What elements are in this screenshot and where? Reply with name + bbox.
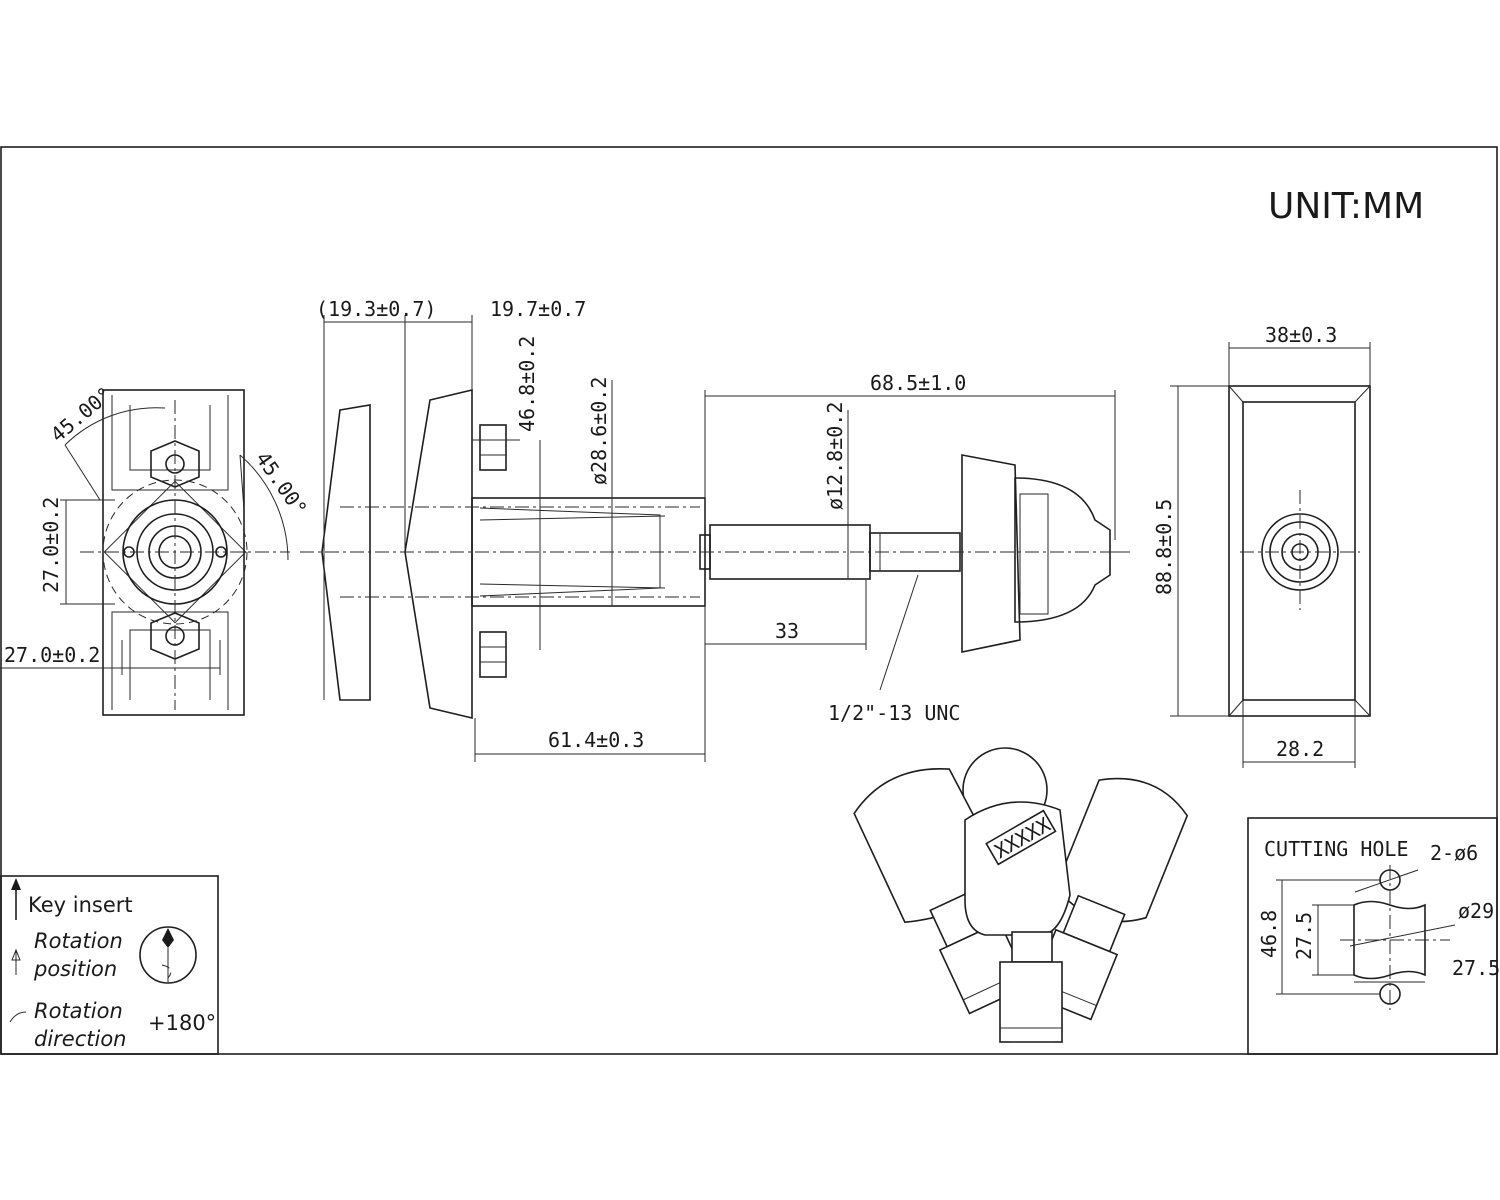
front-height-label: 88.8±0.5 [1152,499,1176,595]
front-view: 38±0.3 88.8±0.5 28.2 [1152,323,1371,768]
cutting-hole-width-inner: 27.5 [1452,956,1500,980]
rear-view: 45.00° 45.00° 27.0±0.2 27.0±0.2 [0,382,312,716]
shaft-offset-label: 33 [775,619,799,643]
angle-right-label: 45.00° [251,447,312,520]
cutting-hole-title: CUTTING HOLE [1264,837,1409,861]
front-width-label: 38±0.3 [1265,323,1337,347]
legend-box: Key insert Rotation position Rotation di… [0,875,219,1055]
overall-length-label: 68.5±1.0 [870,371,966,395]
shaft-diameter-label: ø12.8±0.2 [823,402,847,510]
legend-rotation-direction-2: direction [34,1027,127,1051]
side-view: (19.3±0.7) 19.7±0.7 46.8±0.2 ø28.6±0.2 6… [300,297,1130,762]
body-length-label: 61.4±0.3 [548,728,644,752]
cutting-hole-holes: 2-ø6 [1430,841,1478,865]
drawing-frame [0,146,1498,1055]
keys-illustration: XXXXX [853,747,1189,1043]
cutting-hole-diameter: ø29 [1458,899,1494,923]
mount-spacing-label: 46.8±0.2 [515,336,539,432]
rear-height-label: 27.0±0.2 [39,497,63,593]
legend-rotation-value: +180° [148,1011,216,1035]
legend-key-insert: Key insert [28,893,133,917]
top-left-paren-label: (19.3±0.7) [316,297,436,321]
legend-rotation-position-2: position [33,957,117,981]
legend-rotation-direction-1: Rotation [34,999,123,1023]
legend-rotation-position-1: Rotation [34,929,123,953]
cutting-hole-box: CUTTING HOLE 2-ø6 ø29 46.8 27.5 27.5 [1247,817,1500,1055]
front-inner-width-label: 28.2 [1276,737,1324,761]
body-diameter-label: ø28.6±0.2 [587,377,611,485]
cutting-hole-height-inner: 27.5 [1292,912,1316,960]
unit-label: UNIT:MM [1268,186,1424,227]
angle-upper-label: 45.00° [46,382,117,447]
thread-label: 1/2"-13 UNC [828,701,960,725]
rear-width-label: 27.0±0.2 [4,643,100,667]
top-flange-label: 19.7±0.7 [490,297,586,321]
cutting-hole-height-outer: 46.8 [1257,910,1281,958]
